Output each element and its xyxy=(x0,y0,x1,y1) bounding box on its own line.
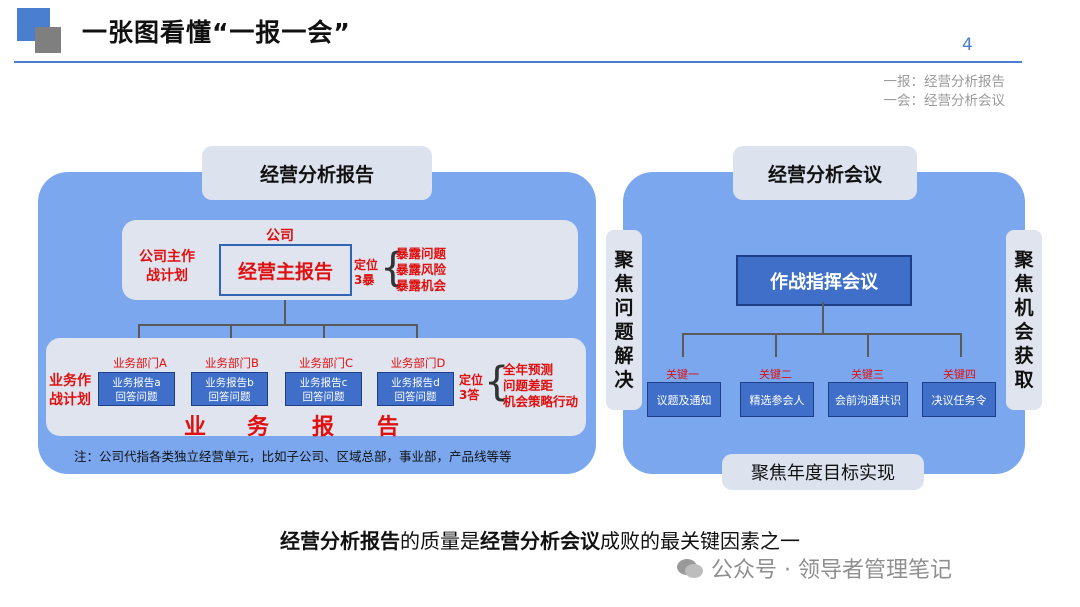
page-title: 一张图看懂“一报一会” xyxy=(82,18,351,47)
dept-position-items: 全年预测问题差距机会策略行动 xyxy=(503,362,579,409)
business-plan: 业务作战计划 xyxy=(49,373,91,408)
connector-vertical xyxy=(284,300,286,325)
connector-drop-d xyxy=(416,324,418,344)
key-2-box: 精选参会人 xyxy=(740,382,814,417)
main-report-box: 经营主报告 xyxy=(219,244,352,296)
connector-drop-a xyxy=(138,324,140,344)
key-4-box: 决议任务令 xyxy=(922,382,996,417)
connector-drop-4 xyxy=(960,333,962,357)
command-meeting-box: 作战指挥会议 xyxy=(736,255,912,306)
conclusion-text-2: 成败的最关键因素之一 xyxy=(600,529,800,553)
subtitle-report: 一报：经营分析报告 xyxy=(883,74,1006,90)
bottom-caption: 聚焦年度目标实现 xyxy=(722,454,924,490)
vertical-caption-problem: 聚焦问 题解决 xyxy=(606,230,642,410)
connector-vertical xyxy=(822,302,824,334)
logo-square-gray xyxy=(35,27,61,53)
dept-a-name: 业务部门A xyxy=(113,356,167,370)
business-report-char-3: 报 xyxy=(312,415,335,440)
conclusion: 经营分析报告的质量是经营分析会议成败的最关键因素之一 xyxy=(0,525,1080,554)
company-label: 公司 xyxy=(266,228,294,244)
connector-drop-b xyxy=(230,324,232,344)
watermark-text: 公众号 · 领导者管理笔记 xyxy=(711,558,952,583)
connector-drop-2 xyxy=(775,333,777,357)
meeting-panel xyxy=(623,172,1025,474)
conclusion-meeting: 经营分析会议 xyxy=(480,529,600,553)
connector-drop-1 xyxy=(682,333,684,357)
connector-horizontal xyxy=(138,324,418,326)
business-report-char-4: 告 xyxy=(377,415,400,440)
key-1-label: 关键一 xyxy=(666,368,699,381)
key-2-label: 关键二 xyxy=(759,368,792,381)
dept-d-name: 业务部门D xyxy=(390,356,446,370)
business-report-char-1: 业 xyxy=(184,415,207,440)
header-divider xyxy=(14,61,1022,63)
brace-icon: { xyxy=(484,359,510,405)
business-report-char-2: 务 xyxy=(247,415,270,440)
watermark: 公众号 · 领导者管理笔记 xyxy=(676,552,952,584)
dept-b-name: 业务部门B xyxy=(205,356,259,370)
position-items: 暴露问题暴露风险暴露机会 xyxy=(396,246,447,293)
key-3-box: 会前沟通共识 xyxy=(828,382,908,417)
connector-horizontal xyxy=(682,333,962,335)
report-caption: 经营分析报告 xyxy=(202,146,432,200)
page-number: 4 xyxy=(962,35,973,55)
conclusion-text-1: 的质量是 xyxy=(400,529,480,553)
footnote: 注：公司代指各类独立经营单元，比如子公司、区域总部，事业部，产品线等等 xyxy=(74,449,512,464)
connector-drop-c xyxy=(323,324,325,344)
subtitle-meeting: 一会：经营分析会议 xyxy=(883,93,1006,109)
key-3-label: 关键三 xyxy=(851,368,884,381)
dept-c-name: 业务部门C xyxy=(298,356,354,370)
conclusion-report: 经营分析报告 xyxy=(280,529,400,553)
key-4-label: 关键四 xyxy=(943,368,976,381)
company-plan: 公司主作战计划 xyxy=(139,249,195,284)
connector-drop-3 xyxy=(867,333,869,357)
wechat-icon xyxy=(676,558,704,580)
vertical-caption-opportunity: 聚焦机 会获取 xyxy=(1006,230,1042,410)
meeting-caption: 经营分析会议 xyxy=(733,146,917,200)
key-1-box: 议题及通知 xyxy=(647,382,721,417)
brace-icon: { xyxy=(380,245,406,291)
